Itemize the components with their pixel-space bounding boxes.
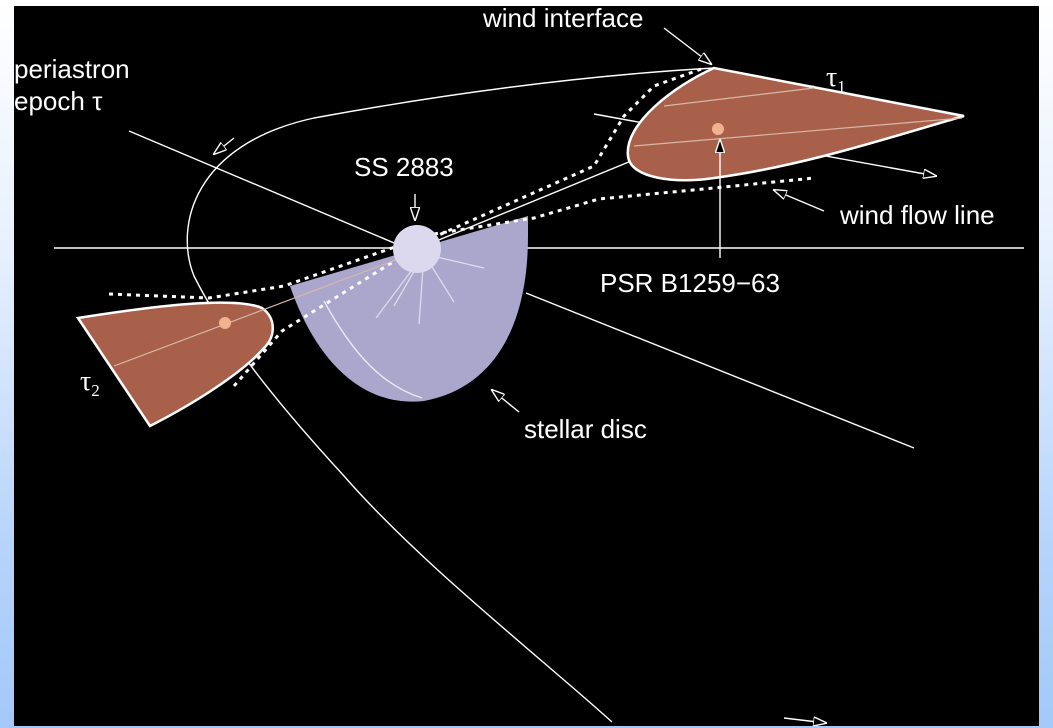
stellar-disc-label: stellar disc <box>524 414 647 444</box>
pulsar-tau1 <box>712 123 724 135</box>
periastron-label-line2: epoch τ <box>14 86 103 116</box>
wind-boundary-left-lower <box>232 250 410 387</box>
binary-orbit-diagram: wind interface periastron epoch τ SS 288… <box>14 6 1024 726</box>
tau2-symbol: τ <box>80 366 91 397</box>
pulsar-orbit <box>186 67 715 723</box>
tau1-subscript: 1 <box>837 77 846 96</box>
periastron-label-line1: periastron <box>14 54 130 84</box>
pulsar-name-label: PSR B1259−63 <box>600 268 780 298</box>
stellar-disc-pointer <box>492 390 520 413</box>
disc-axis-line <box>525 292 915 449</box>
orbit-direction-arrow <box>783 718 826 723</box>
periastron-direction-line <box>128 130 407 249</box>
diagram-panel: wind interface periastron epoch τ SS 288… <box>14 6 1039 726</box>
stellar-disc-inner-edge <box>323 300 423 399</box>
wind-boundary-left-upper <box>108 240 410 300</box>
stellar-disc <box>290 216 528 402</box>
tau2-label: τ2 <box>80 366 100 400</box>
wind-flow-pointer <box>774 190 825 212</box>
tau1-symbol: τ <box>826 62 837 93</box>
shock-cone-tau2 <box>75 301 274 428</box>
tau1-cone-axis-b <box>663 87 815 107</box>
pulsar-tau2 <box>219 317 231 329</box>
wind-boundary-lower <box>431 66 705 240</box>
tau1-cone-axis <box>633 117 963 147</box>
star-name-label: SS 2883 <box>354 152 454 182</box>
wind-flow-line-label: wind flow line <box>839 200 995 230</box>
wind-boundary-upper <box>433 176 815 236</box>
wind-interface-pointer <box>663 27 711 64</box>
shock-cone-tau1 <box>626 66 965 182</box>
tau1-label: τ1 <box>826 62 846 96</box>
tau2-cone-axis <box>113 255 407 367</box>
tau2-subscript: 2 <box>91 381 100 400</box>
star-ss2883 <box>393 225 441 273</box>
wind-interface-label: wind interface <box>482 6 643 33</box>
orbit-start-arrow <box>214 137 235 154</box>
